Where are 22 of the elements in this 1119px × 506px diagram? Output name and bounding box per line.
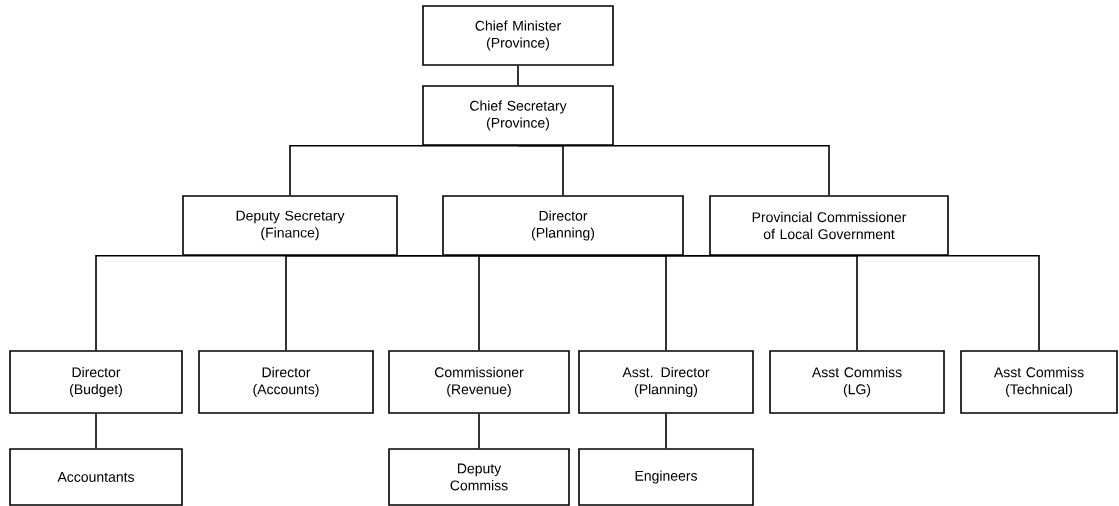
org-box: Asst Commiss (LG) [769, 350, 945, 414]
connector-line [478, 413, 480, 449]
org-box: Deputy Commiss [388, 448, 570, 506]
org-box: Chief Minister (Province) [422, 5, 614, 66]
connector-line [517, 145, 830, 196]
org-box: Provincial Commissioner of Local Government [709, 195, 949, 256]
org-box: Asst. Director (Planning) [578, 350, 754, 414]
org-box: Director (Accounts) [198, 350, 374, 414]
org-box: Director (Budget) [9, 350, 183, 414]
connector-line [95, 413, 97, 449]
org-box: Chief Secretary (Province) [422, 85, 614, 146]
org-box: Deputy Secretary (Finance) [182, 195, 398, 256]
org-box: Commissioner (Revenue) [388, 350, 570, 414]
org-box: Engineers [578, 448, 754, 506]
connector-line [478, 255, 564, 351]
org-box: Asst Commiss (Technical) [960, 350, 1118, 414]
org-box: Director (Planning) [442, 195, 684, 256]
org-box: Accountants [9, 448, 183, 506]
connector-line [289, 145, 519, 196]
connector-line [562, 255, 1040, 351]
connector-line [665, 413, 667, 449]
connector-line [517, 65, 519, 86]
